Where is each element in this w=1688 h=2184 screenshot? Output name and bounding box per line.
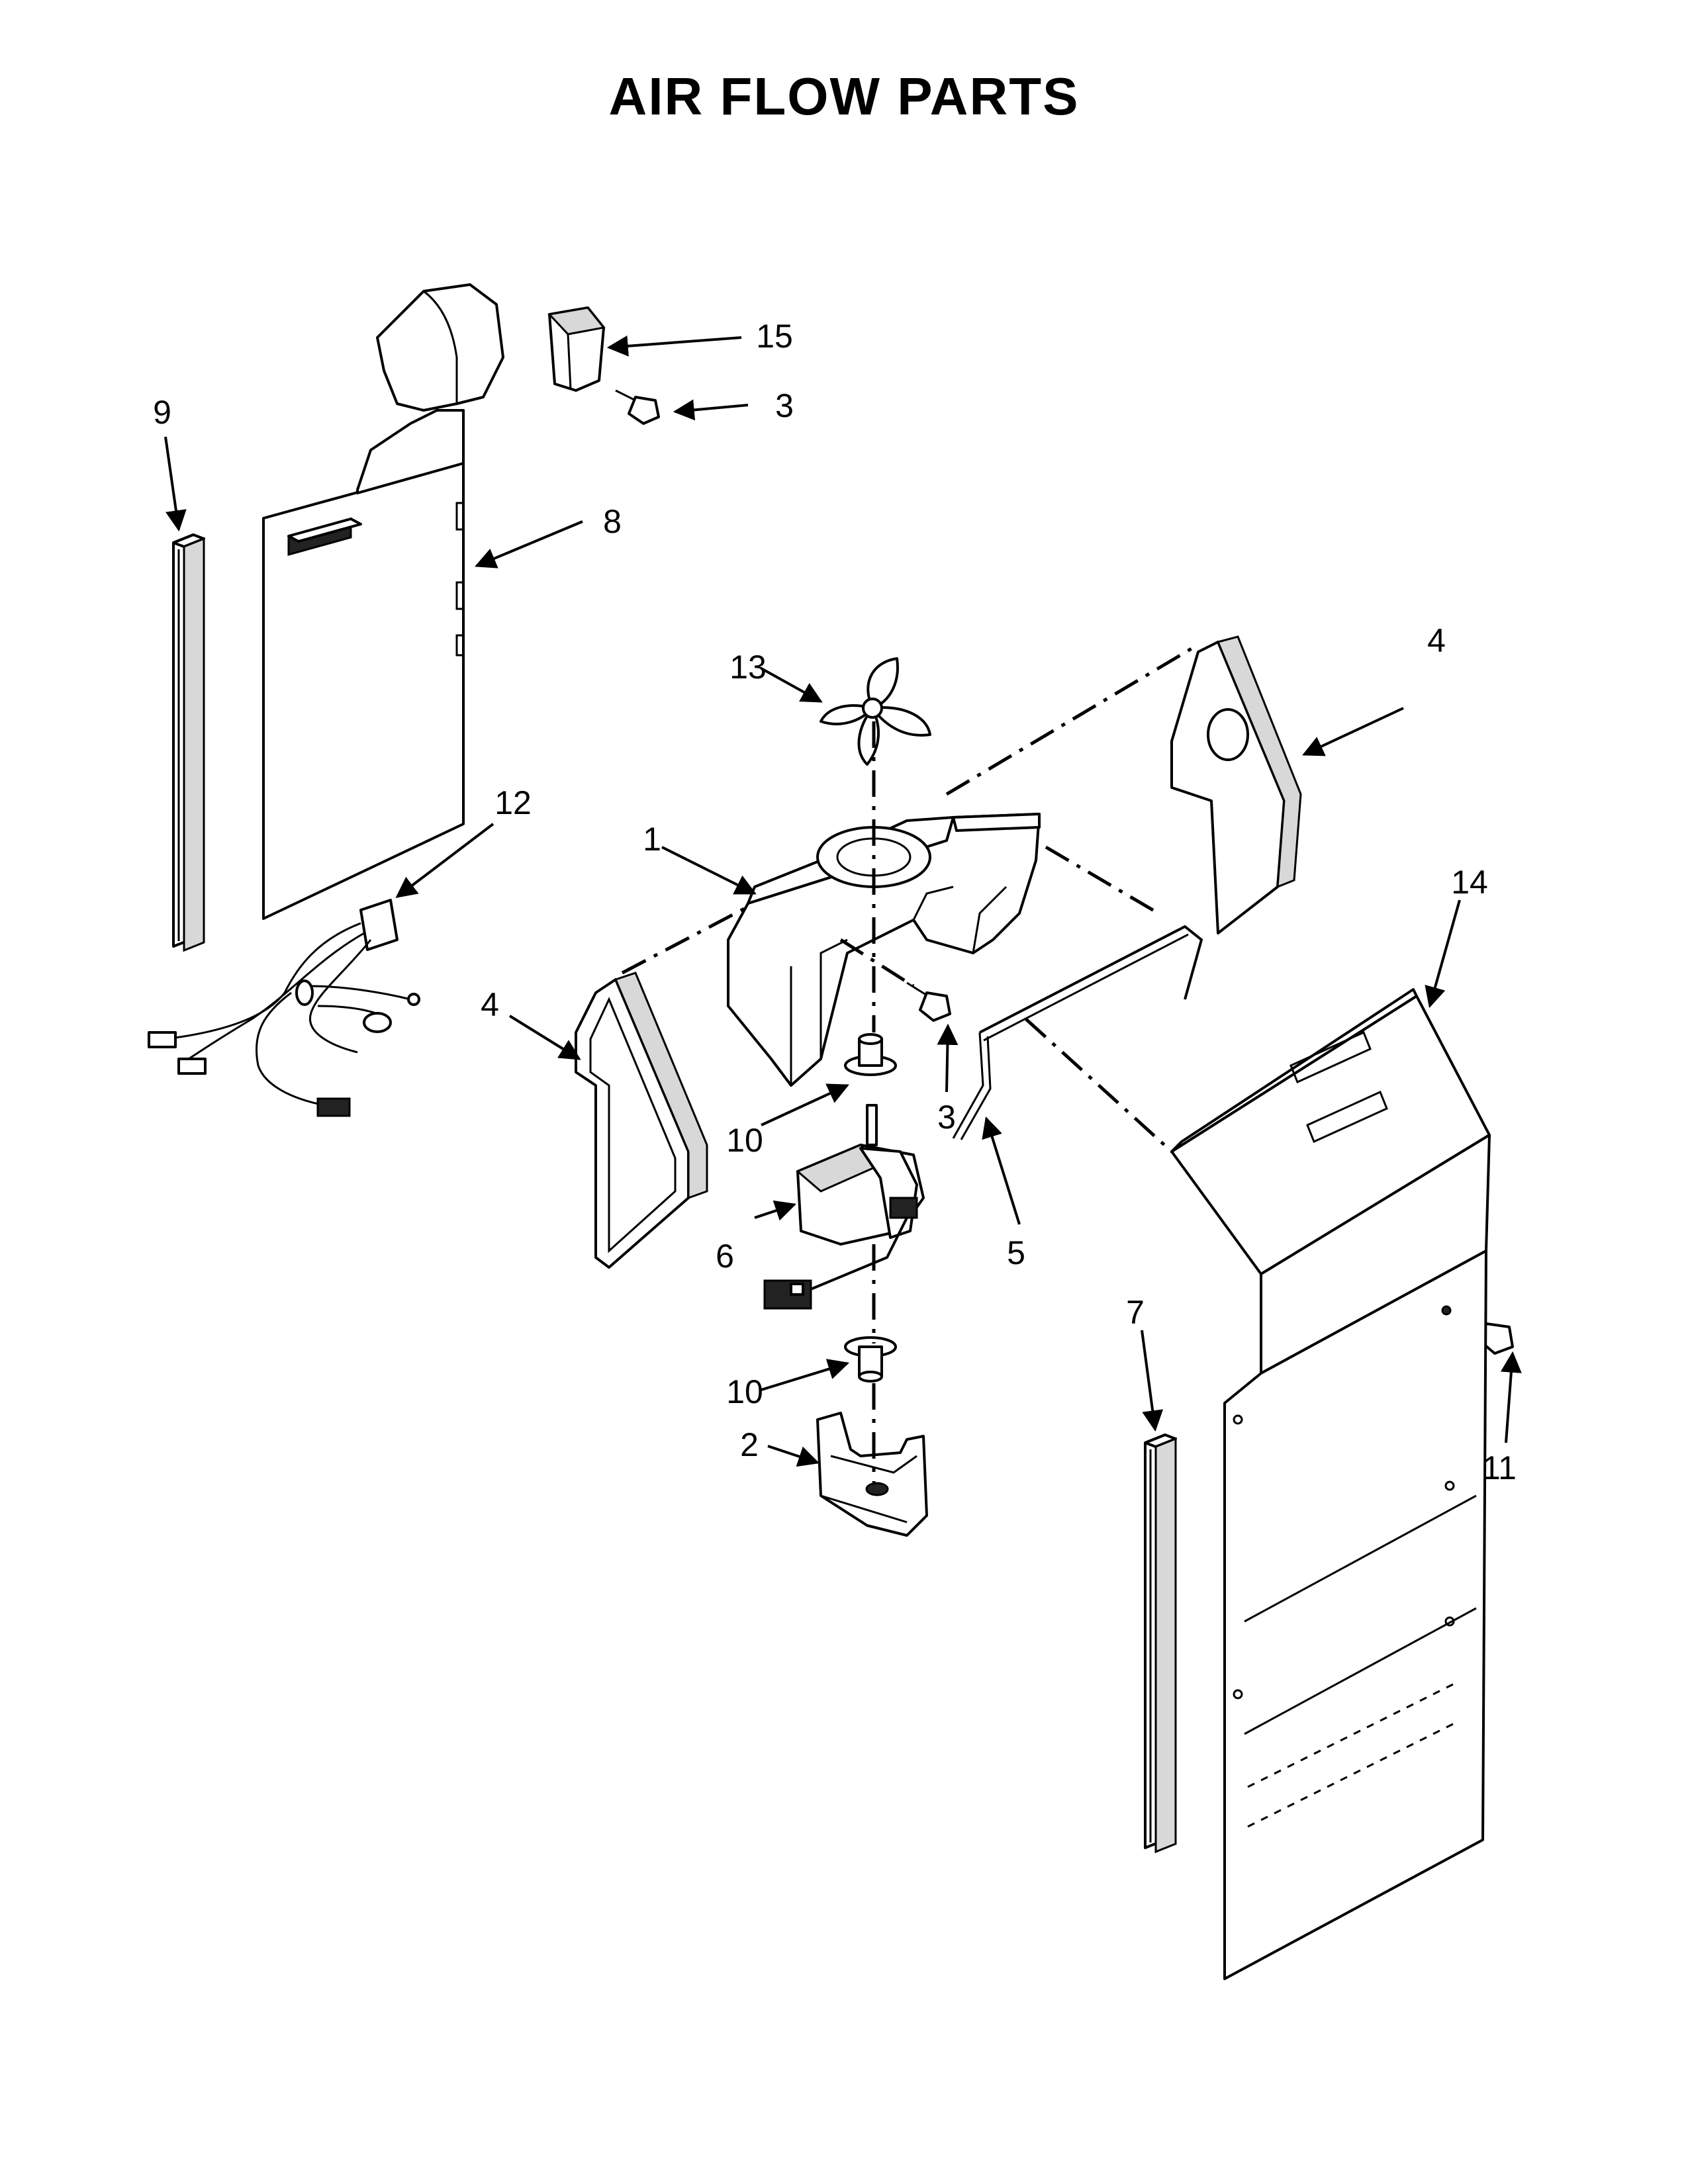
part-6-gasket-strip (172, 533, 205, 952)
callout-13: 5 (1007, 1234, 1025, 1271)
callout-5: 8 (603, 503, 622, 540)
part-2-motor-bracket (816, 1412, 928, 1537)
part-7-fan-motor (763, 1104, 925, 1310)
callout-9: 7 (1126, 1294, 1145, 1331)
callout-1: 1 (643, 821, 661, 858)
callout-4-right: 4 (1427, 622, 1446, 659)
callout-3-top: 3 (775, 387, 794, 424)
callout-4-left: 4 (481, 986, 499, 1023)
callout-10-upper: 10 (726, 1122, 763, 1159)
callout-6: 9 (153, 394, 171, 431)
part-8-fan-blade (820, 657, 931, 766)
part-13-wire-frame (952, 925, 1203, 1140)
part-4-side-panel-right (1170, 635, 1302, 934)
part-1-fan-housing (727, 813, 1041, 1087)
part-9-gasket-strip (1144, 1433, 1177, 1854)
part-3-screw-top (615, 389, 660, 425)
diagram-title: AIR FLOW PARTS (608, 67, 1080, 126)
part-10-grommet-lower (844, 1336, 897, 1383)
callout-7: 6 (716, 1238, 734, 1275)
part-14-rear-cover (1170, 988, 1491, 1980)
part-10-grommet-upper (844, 1033, 897, 1076)
part-15-bracket (547, 306, 606, 392)
callout-15: 15 (756, 318, 793, 355)
part-12-wire-harness (148, 899, 420, 1117)
callout-2: 2 (740, 1426, 759, 1463)
callout-11: 11 (1482, 1449, 1517, 1486)
callout-14: 14 (1451, 864, 1488, 901)
callout-10-lower: 10 (726, 1373, 763, 1410)
callout-3-middle: 3 (937, 1099, 956, 1136)
part-5-air-duct-panel (262, 283, 504, 920)
part-3-screw-middle (906, 981, 951, 1022)
callout-8: 13 (729, 649, 767, 686)
leader-arrows (164, 335, 1522, 1467)
part-4-side-panel-left (575, 972, 708, 1269)
assembly-lines (621, 647, 1193, 1482)
callout-labels: 9 8 15 3 13 4 12 1 14 4 3 10 5 6 7 10 2 … (153, 318, 1517, 1486)
callout-12: 12 (494, 784, 532, 821)
